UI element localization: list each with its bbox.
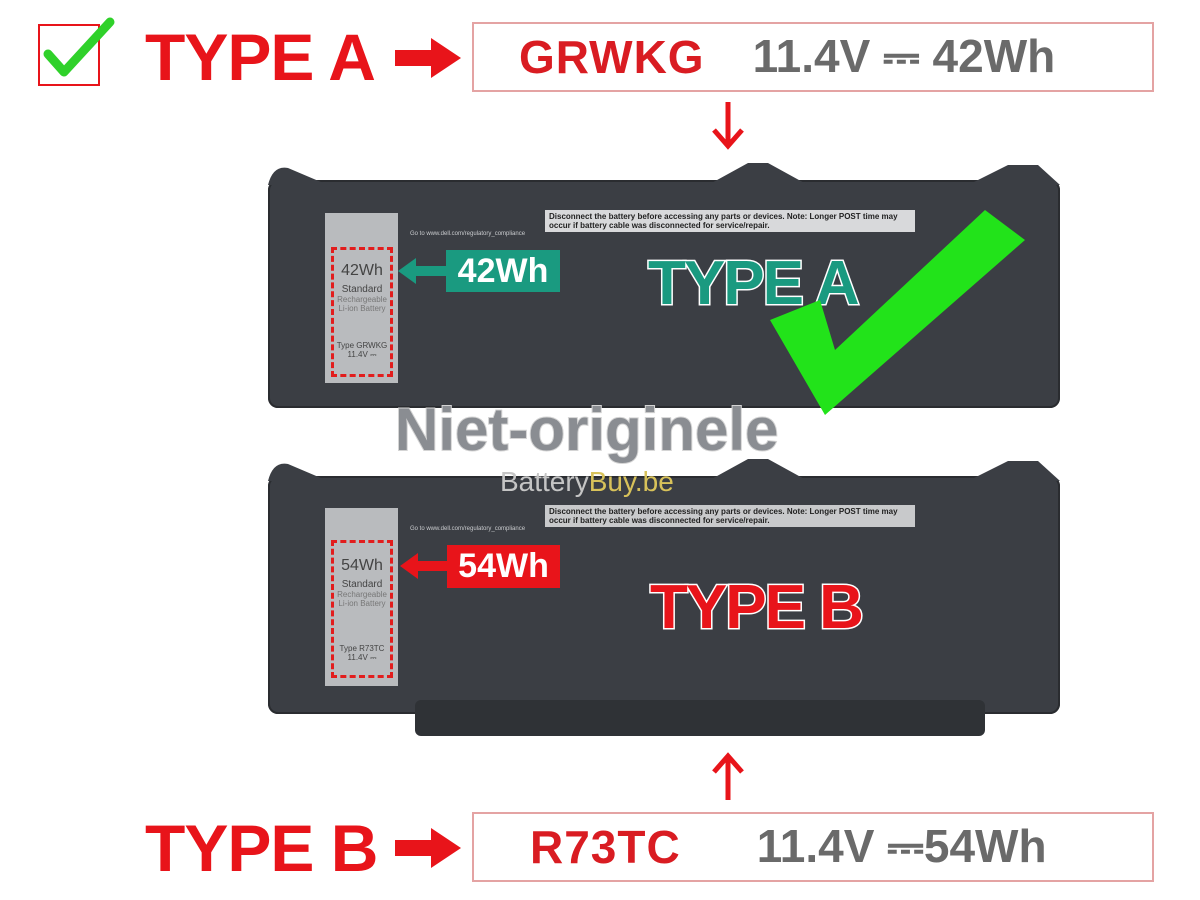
arrow-left-icon: [398, 258, 448, 284]
label-voltage: 11.4V ⎓: [347, 653, 377, 662]
battery-b-warning: Disconnect the battery before accessing …: [545, 505, 915, 527]
label-capacity: 42Wh: [341, 262, 383, 279]
battery-a-label: 42Wh Standard Rechargeable Li-ion Batter…: [325, 213, 398, 383]
type-b-spec-box: R73TC 11.4V ⎓54Wh: [472, 812, 1154, 882]
watermark-text: Niet-originele: [394, 395, 779, 464]
checkbox-checked-icon: [38, 17, 115, 86]
arrow-left-icon: [400, 553, 450, 579]
battery-a-capacity-tag: 42Wh: [446, 250, 560, 292]
type-a-spec-box: GRWKG 11.4V ⎓ 42Wh: [472, 22, 1154, 92]
type-b-spec: 11.4V ⎓54Wh: [756, 820, 1047, 872]
type-b-code: R73TC: [530, 821, 681, 873]
arrow-right-icon: [395, 828, 461, 868]
compliance-text: Go to www.dell.com/regulatory_compliance: [410, 526, 526, 532]
label-standard: Standard: [341, 284, 383, 295]
type-a-spec: 11.4V ⎓ 42Wh: [752, 30, 1056, 82]
watermark-brand: BatteryBuy.be: [500, 466, 674, 498]
battery-b-tabs: [268, 459, 1060, 481]
label-desc: Rechargeable Li-ion Battery: [337, 590, 387, 608]
arrow-up-icon: [712, 752, 744, 800]
label-capacity: 54Wh: [341, 557, 383, 574]
arrow-down-icon: [712, 102, 744, 150]
battery-b-connector-bar: [415, 700, 985, 736]
label-type: Type R73TC: [339, 644, 385, 653]
brand-part-2: Buy.be: [588, 466, 674, 497]
battery-a-tabs: [268, 163, 1060, 185]
brand-part-1: Battery: [500, 466, 589, 497]
label-standard: Standard: [341, 579, 383, 590]
battery-a-type-label: TYPE A: [647, 248, 862, 320]
green-checkmark-icon: [770, 210, 1025, 415]
battery-b-capacity-tag: 54Wh: [447, 545, 560, 588]
check-icon: [43, 17, 115, 77]
compliance-text: Go to www.dell.com/regulatory_compliance: [410, 231, 526, 237]
arrow-right-icon: [395, 38, 461, 78]
label-voltage: 11.4V ⎓: [347, 350, 377, 359]
label-type: Type GRWKG: [336, 341, 388, 350]
battery-b-label: 54Wh Standard Rechargeable Li-ion Batter…: [325, 508, 398, 686]
battery-b-type-label: TYPE B: [649, 572, 866, 644]
label-desc: Rechargeable Li-ion Battery: [337, 295, 387, 313]
type-a-code: GRWKG: [519, 31, 705, 83]
battery-a-warning: Disconnect the battery before accessing …: [545, 210, 915, 232]
type-a-heading: TYPE A: [145, 20, 376, 94]
type-b-heading: TYPE B: [145, 811, 378, 885]
